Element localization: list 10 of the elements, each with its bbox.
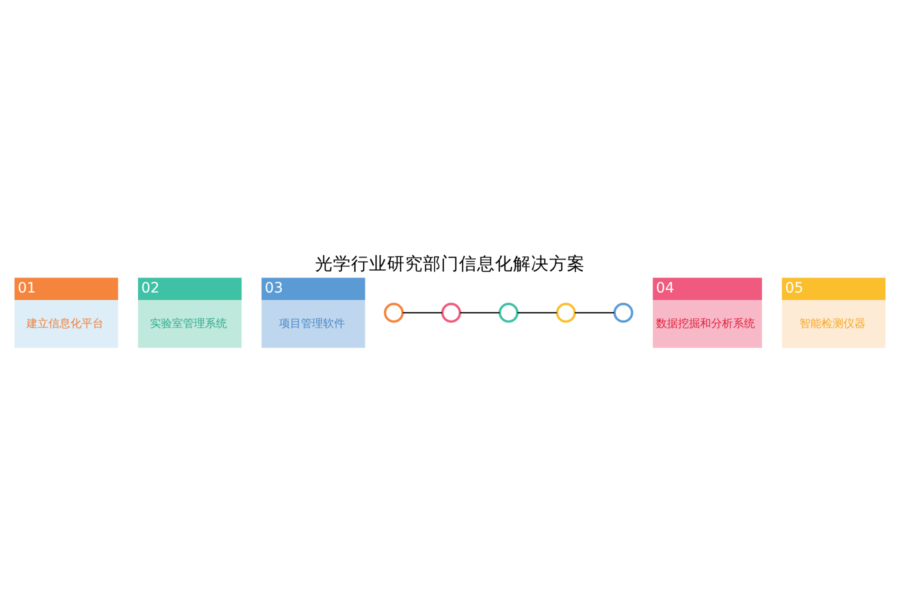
connector [460,312,500,314]
diagram-title: 光学行业研究部门信息化解决方案 [315,254,585,274]
connector [402,312,442,314]
node-circle [498,302,519,323]
connector [574,312,614,314]
connector [518,312,557,314]
node-circle [556,302,576,323]
node-circle [613,302,634,323]
node-circle [384,302,404,323]
node-circle [441,302,462,323]
